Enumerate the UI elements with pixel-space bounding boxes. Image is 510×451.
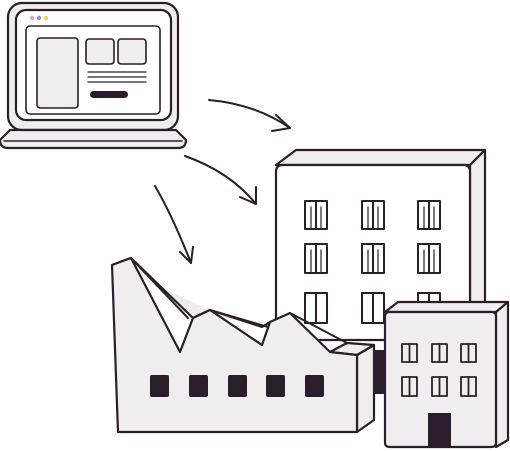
factory-window-icon — [305, 375, 324, 397]
arrow-icon — [154, 185, 194, 264]
window-dot-icon — [29, 15, 35, 21]
window-icon — [304, 292, 328, 324]
laptop-icon — [0, 1, 188, 150]
office-building-icon — [274, 148, 487, 342]
window-icon — [417, 243, 441, 274]
window-icon — [431, 343, 448, 363]
factory-window-icon — [228, 375, 247, 397]
window-icon — [304, 200, 328, 230]
window-icon — [431, 376, 448, 397]
factory-window-icon — [189, 375, 208, 397]
window-dot-icon — [36, 15, 42, 21]
door-icon — [428, 413, 451, 447]
window-icon — [460, 376, 477, 397]
window-icon — [304, 243, 328, 274]
arrow-icon — [208, 99, 291, 132]
window-icon — [361, 200, 385, 230]
window-icon — [417, 200, 441, 230]
factory-window-icon — [266, 375, 285, 397]
arrow-icon — [184, 155, 257, 205]
factory-icon — [110, 256, 376, 434]
factory-window-icon — [150, 375, 169, 397]
connector-icon — [374, 350, 387, 394]
window-icon — [361, 243, 385, 274]
window-icon — [460, 343, 477, 363]
window-icon — [361, 292, 385, 324]
window-icon — [401, 343, 418, 363]
small-building-icon — [383, 300, 510, 449]
window-icon — [401, 376, 418, 397]
window-dot-icon — [43, 15, 49, 21]
